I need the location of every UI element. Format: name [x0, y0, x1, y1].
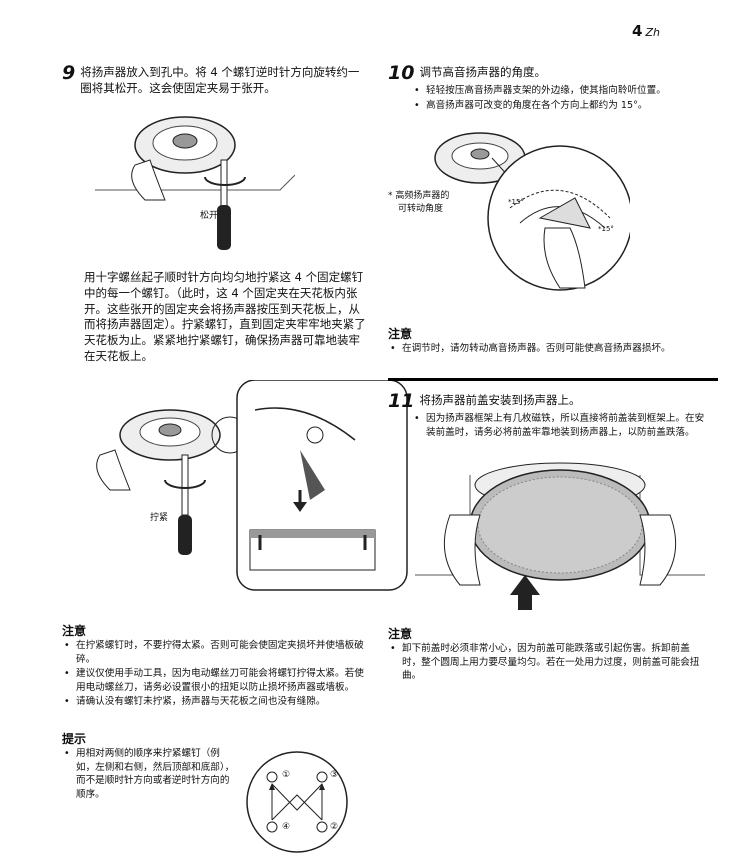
- step-text: 将扬声器前盖安装到扬声器上。: [419, 393, 581, 407]
- screw-order-diagram: [246, 751, 348, 853]
- tweeter-angle-illustration: [434, 132, 630, 291]
- step-number: 9: [62, 62, 76, 84]
- step-number: 11: [388, 390, 415, 412]
- caution-section-adjust: 注意 在调节时，请勿转动高音扬声器。否则可能使高音扬声器损坏。: [388, 325, 708, 357]
- screw-2: ②: [330, 822, 339, 832]
- loosen-screw-illustration: [95, 116, 295, 250]
- step-text: 将扬声器放入到孔中。将 4 个螺钉逆时针方向旋转约一圈将其松开。这会使固定夹易于…: [80, 65, 360, 95]
- caution-item: 在调节时，请勿转动高音扬声器。否则可能使高音扬声器损坏。: [388, 342, 708, 356]
- language-code: Zh: [645, 26, 660, 39]
- step-11-item: 因为扬声器框架上有几枚磁铁，所以直接将前盖装到框架上。在安装前盖时，请务必将前盖…: [412, 412, 708, 439]
- caution-section-left: 注意 在拧紧螺钉时，不要拧得太紧。否则可能会使固定夹损坏并使墙板破碎。 建议仅使…: [62, 622, 372, 710]
- hint-item: 用相对两侧的顺序来拧紧螺钉（例如，左侧和右侧，然后顶部和底部），而不是顺时针方向…: [62, 747, 237, 801]
- hint-section: 提示 用相对两侧的顺序来拧紧螺钉（例如，左侧和右侧，然后顶部和底部），而不是顺时…: [62, 730, 237, 802]
- caution-section-grille: 注意 卸下前盖时必须非常小心，因为前盖可能跌落或引起伤害。拆卸前盖时，整个圆周上…: [388, 625, 708, 684]
- screw-4: ④: [282, 822, 291, 832]
- caution-title: 注意: [388, 327, 413, 341]
- caution-title: 注意: [62, 624, 87, 638]
- step-text: 调节高音扬声器的角度。: [419, 65, 546, 79]
- attach-grille-illustration: [415, 462, 705, 610]
- hint-title: 提示: [62, 732, 87, 746]
- step-11: 11 将扬声器前盖安装到扬声器上。 因为扬声器框架上有几枚磁铁，所以直接将前盖装到…: [388, 392, 708, 440]
- screw-1: ①: [282, 770, 291, 780]
- tighten-label: 拧紧: [150, 513, 169, 523]
- step-10-item: 轻轻按压高音扬声器支架的外边缘，使其指向聆听位置。: [412, 84, 708, 98]
- caution-item: 请确认没有螺钉未拧紧，扬声器与天花板之间也没有缝隙。: [62, 695, 372, 709]
- caution-item: 建议仅使用手动工具，因为电动螺丝刀可能会将螺钉拧得太紧。若使用电动螺丝刀，请务必…: [62, 667, 372, 694]
- caution-item: 在拧紧螺钉时，不要拧得太紧。否则可能会使固定夹损坏并使墙板破碎。: [62, 639, 372, 666]
- loosen-label: 松开: [200, 211, 219, 221]
- note-line-1: * 高频扬声器的: [388, 191, 450, 201]
- tighten-instructions: 用十字螺丝起子顺时针方向均匀地拧紧这 4 个固定螺钉中的每一个螺钉。（此时，这 …: [84, 270, 366, 363]
- step-9: 9 将扬声器放入到孔中。将 4 个螺钉逆时针方向旋转约一圈将其松开。这会使固定夹…: [62, 64, 362, 96]
- tweeter-note: * 高频扬声器的 可转动角度: [388, 190, 449, 216]
- tighten-screw-illustration: [96, 380, 408, 591]
- page-number-value: 4: [632, 22, 643, 40]
- screw-3: ③: [330, 770, 339, 780]
- caution-title: 注意: [388, 627, 413, 641]
- step-10-item: 高音扬声器可改变的角度在各个方向上都约为 15°。: [412, 99, 708, 113]
- note-line-2: 可转动角度: [398, 204, 444, 214]
- section-divider: [388, 378, 718, 381]
- step-number: 10: [388, 62, 415, 84]
- angle-label-left: *15°: [508, 198, 524, 206]
- caution-item: 卸下前盖时必须非常小心，因为前盖可能跌落或引起伤害。拆卸前盖时，整个圆周上用力要…: [388, 642, 708, 683]
- angle-label-right: *15°: [598, 225, 614, 233]
